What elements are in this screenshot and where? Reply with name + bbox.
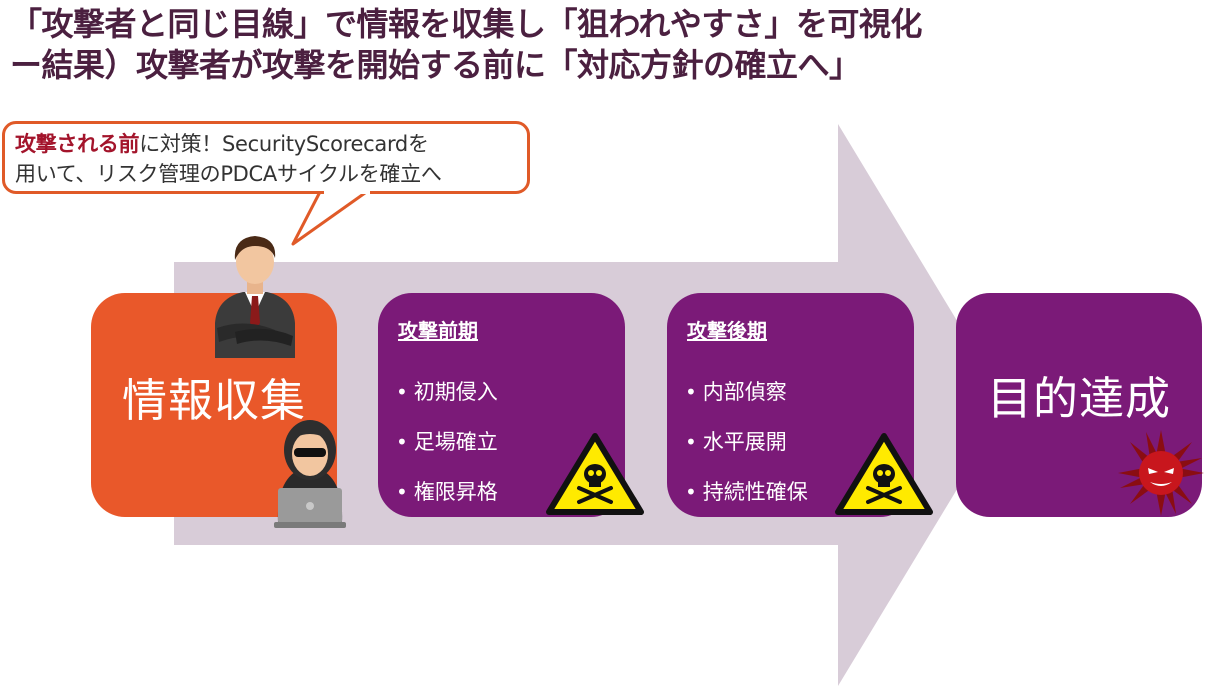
stage-items: •内部偵察 •水平展開 •持続性確保 xyxy=(685,367,808,517)
skull-warning-icon xyxy=(835,433,933,515)
businessman-icon xyxy=(215,236,295,358)
callout-line-1: 攻撃される前に対策！SecurityScorecardを xyxy=(15,129,517,159)
virus-icon xyxy=(1118,430,1204,516)
list-item: •持続性確保 xyxy=(685,480,808,504)
page-title: 「攻撃者と同じ目線」で情報を収集し「狙われやすさ」を可視化 ー結果）攻撃者が攻撃… xyxy=(10,4,1205,86)
skull-warning-icon xyxy=(546,433,644,515)
hacker-icon xyxy=(274,420,346,528)
callout-line-2: 用いて、リスク管理のPDCAサイクルを確立へ xyxy=(15,162,442,186)
stage-label: 目的達成 xyxy=(986,372,1171,425)
title-line-1: 「攻撃者と同じ目線」で情報を収集し「狙われやすさ」を可視化 xyxy=(10,5,922,43)
list-item: •初期侵入 xyxy=(396,380,498,404)
speech-callout: 攻撃される前に対策！SecurityScorecardを 用いて、リスク管理のP… xyxy=(2,121,530,194)
list-item: •水平展開 xyxy=(685,430,787,454)
stage-items: •初期侵入 •足場確立 •権限昇格 xyxy=(396,367,498,517)
list-item: •足場確立 xyxy=(396,430,498,454)
callout-highlight: 攻撃される前 xyxy=(15,132,140,156)
stage-label: 情報収集 xyxy=(121,374,306,427)
list-item: •内部偵察 xyxy=(685,380,787,404)
stage-title: 攻撃前期 xyxy=(398,319,478,343)
title-line-2: ー結果）攻撃者が攻撃を開始する前に「対応方針の確立へ」 xyxy=(10,46,861,84)
list-item: •権限昇格 xyxy=(396,480,498,504)
stage-title: 攻撃後期 xyxy=(687,319,767,343)
callout-rest: に対策！SecurityScorecardを xyxy=(139,132,429,156)
